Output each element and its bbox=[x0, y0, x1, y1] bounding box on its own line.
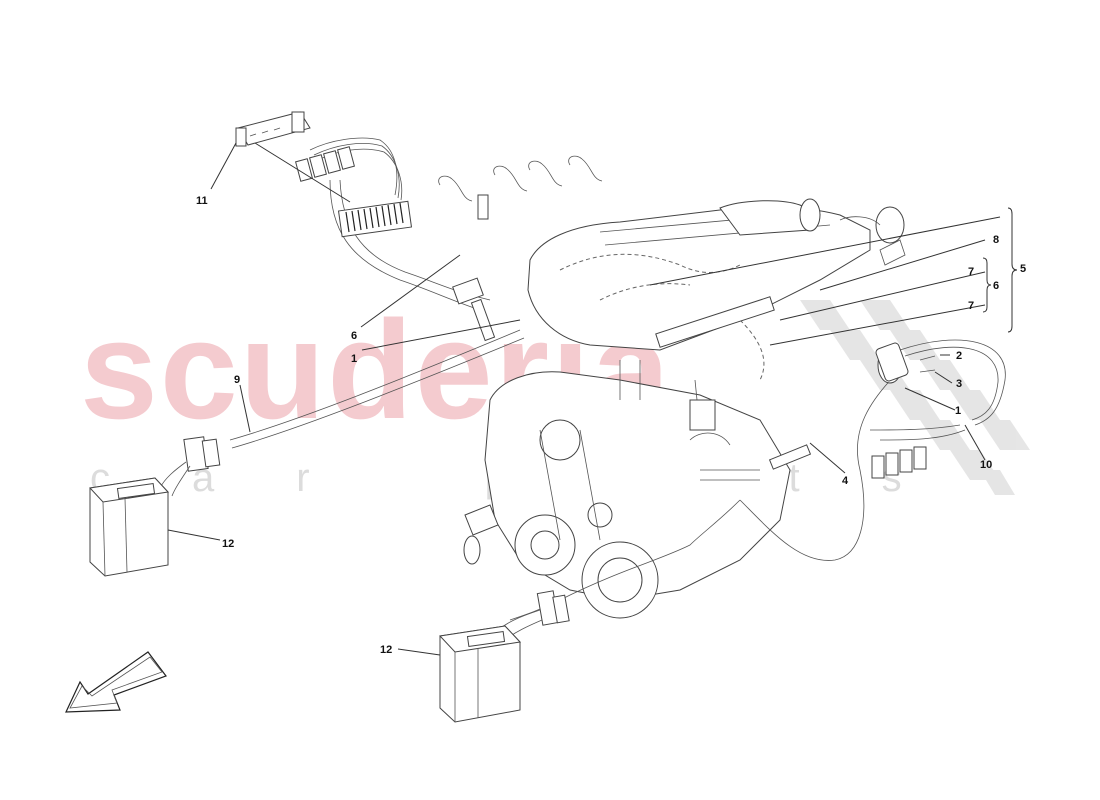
callout-10: 10 bbox=[980, 459, 992, 471]
ecu-unit-bottom bbox=[438, 625, 522, 723]
callout-1: 1 bbox=[351, 353, 357, 365]
callout-12-bottom: 12 bbox=[380, 644, 392, 656]
callout-2: 2 bbox=[956, 350, 962, 362]
callout-12-left: 12 bbox=[222, 538, 234, 550]
ecu-unit-left bbox=[88, 477, 170, 577]
callout-1-right: 1 bbox=[955, 405, 961, 417]
direction-arrow-icon bbox=[65, 651, 167, 713]
leader-lines bbox=[167, 142, 1018, 656]
lower-cable bbox=[494, 590, 570, 641]
injector-connectors-right bbox=[871, 446, 927, 479]
ignition-coil bbox=[452, 277, 496, 342]
top-plug-connectors bbox=[438, 155, 603, 220]
callout-6: 6 bbox=[351, 330, 357, 342]
callout-labels: 11 6 1 9 12 12 8 7 7 6 5 2 3 1 10 4 bbox=[196, 195, 1026, 656]
callout-8: 8 bbox=[993, 234, 999, 246]
callout-7-bottom: 7 bbox=[968, 300, 974, 312]
connector-bracket bbox=[235, 111, 311, 147]
callout-11: 11 bbox=[196, 195, 208, 207]
callout-9: 9 bbox=[234, 374, 240, 386]
intake-manifold bbox=[527, 198, 906, 381]
engine-block bbox=[463, 360, 791, 619]
injector-connectors-left bbox=[295, 146, 355, 182]
main-cable bbox=[159, 329, 525, 497]
callout-3: 3 bbox=[956, 378, 962, 390]
callout-4: 4 bbox=[842, 475, 849, 487]
right-harness bbox=[509, 339, 1006, 621]
callout-7-top: 7 bbox=[968, 266, 974, 278]
left-harness-wires bbox=[309, 137, 491, 311]
callout-5: 5 bbox=[1020, 263, 1026, 275]
callout-6-right: 6 bbox=[993, 280, 999, 292]
